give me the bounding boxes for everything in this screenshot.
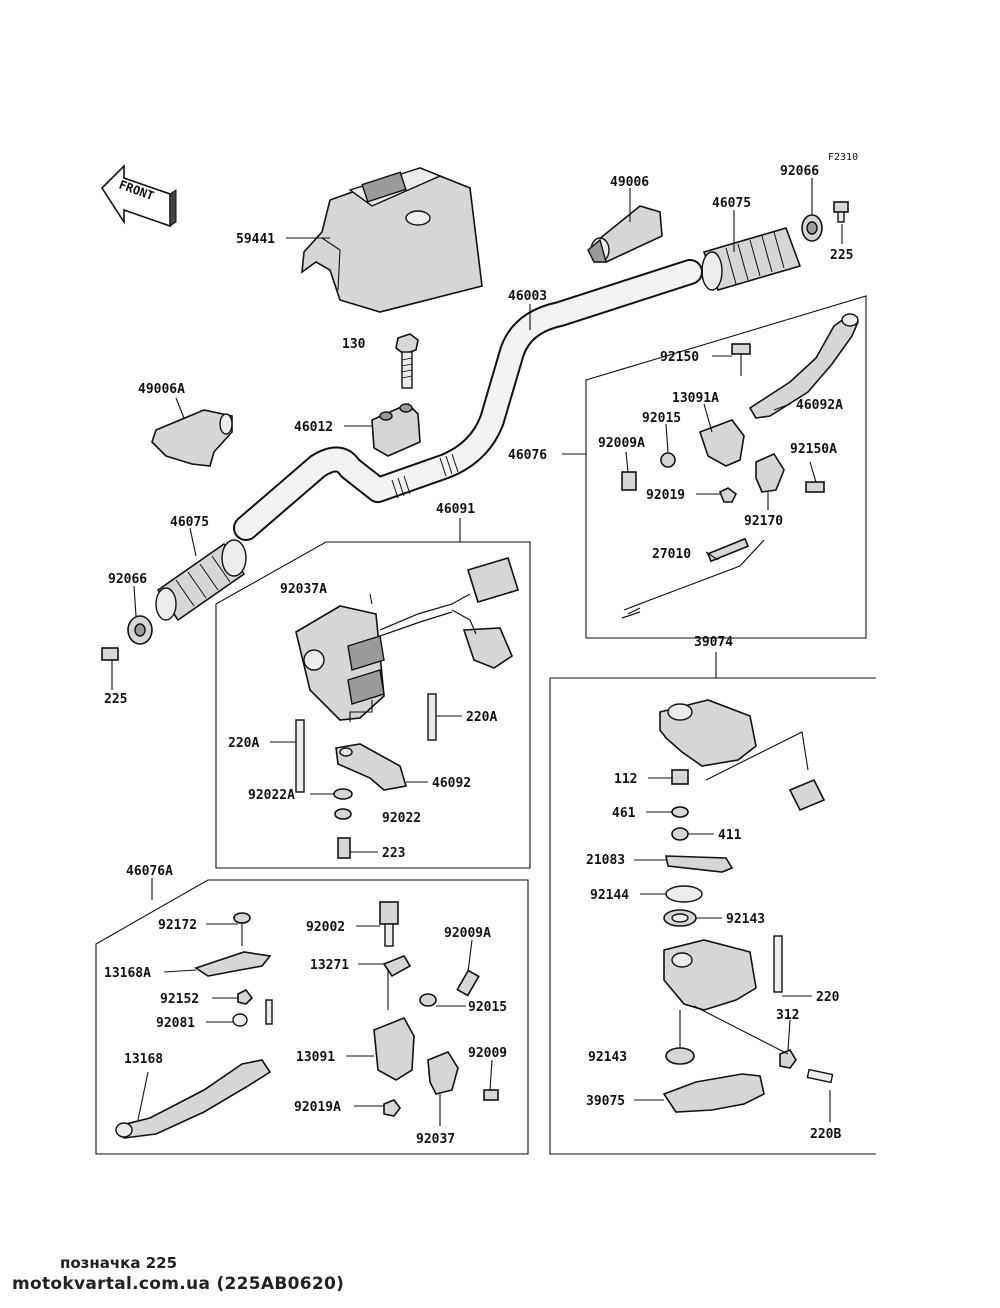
label-92152: 92152 [160, 992, 199, 1007]
switch-assembly-box [215, 518, 531, 869]
label-92081: 92081 [156, 1016, 195, 1031]
handlebar [233, 259, 703, 541]
label-461: 461 [612, 806, 636, 821]
grip-left [155, 539, 247, 622]
label-13091: 13091 [296, 1050, 335, 1065]
label-220B: 220B [810, 1127, 841, 1142]
label-92170: 92170 [744, 514, 783, 529]
label-92037A: 92037A [280, 582, 327, 597]
lever-assembly-right-box [562, 295, 867, 639]
footer-source: motokvartal.com.ua (225AB0620) [12, 1274, 345, 1294]
label-92002: 92002 [306, 920, 345, 935]
grip-cap-right [587, 205, 663, 264]
label-92022A: 92022A [248, 788, 295, 803]
label-92009A-lower: 92009A [444, 926, 491, 941]
leader-lines [111, 178, 843, 1126]
label-92019: 92019 [646, 488, 685, 503]
label-46075-left: 46075 [170, 515, 209, 530]
label-225-left: 225 [104, 692, 127, 707]
label-92009A-upper: 92009A [598, 436, 645, 451]
label-92144: 92144 [590, 888, 629, 903]
label-411: 411 [718, 828, 742, 843]
throttle-assembly-box [549, 652, 876, 1155]
label-92172: 92172 [158, 918, 197, 933]
label-225-right: 225 [830, 248, 853, 263]
part-number-labels: 59441 49006 46075 92066 225 46003 130 46… [104, 164, 853, 1147]
label-92037: 92037 [416, 1132, 455, 1147]
label-59441: 59441 [236, 232, 275, 247]
label-312: 312 [776, 1008, 799, 1023]
label-92019A: 92019A [294, 1100, 341, 1115]
bolt-225-left [101, 647, 119, 661]
label-39074: 39074 [694, 635, 733, 650]
label-92143-lower: 92143 [588, 1050, 627, 1065]
label-112: 112 [614, 772, 637, 787]
label-13271: 13271 [310, 958, 349, 973]
label-27010: 27010 [652, 547, 691, 562]
label-92009: 92009 [468, 1046, 507, 1061]
label-92015-upper: 92015 [642, 411, 681, 426]
label-220A-left: 220A [228, 736, 259, 751]
front-arrow-icon: FRONT [100, 164, 177, 228]
grip-housing-left [151, 409, 233, 467]
bar-end-cap-right [801, 214, 823, 242]
label-46012: 46012 [294, 420, 333, 435]
label-13168A: 13168A [104, 966, 151, 981]
label-92015-lower: 92015 [468, 1000, 507, 1015]
lever-assembly-left-box [95, 878, 529, 1155]
label-39075: 39075 [586, 1094, 625, 1109]
label-220A-right: 220A [466, 710, 497, 725]
label-92022: 92022 [382, 811, 421, 826]
label-220: 220 [816, 990, 840, 1005]
bolt-130 [395, 333, 419, 389]
label-46076A: 46076A [126, 864, 173, 879]
label-46092A: 46092A [796, 398, 843, 413]
label-46075-right: 46075 [712, 196, 751, 211]
label-21083: 21083 [586, 853, 625, 868]
label-13168: 13168 [124, 1052, 163, 1067]
label-13091A: 13091A [672, 391, 719, 406]
diagram-ref-code: F2310 [828, 152, 858, 163]
footer-caption: позначка 225 [60, 1254, 178, 1272]
label-46092: 46092 [432, 776, 471, 791]
label-92143-upper: 92143 [726, 912, 765, 927]
label-46076: 46076 [508, 448, 547, 463]
label-92150A: 92150A [790, 442, 837, 457]
label-92066-left: 92066 [108, 572, 147, 587]
label-92150: 92150 [660, 350, 699, 365]
handlebar-clamp [371, 403, 421, 457]
grip-right [701, 227, 802, 291]
label-92066-right: 92066 [780, 164, 819, 179]
label-130: 130 [342, 337, 366, 352]
label-46003: 46003 [508, 289, 547, 304]
bolt-225-right [833, 201, 849, 223]
handlebar-cover [301, 167, 483, 313]
label-49006: 49006 [610, 175, 649, 190]
label-49006A: 49006A [138, 382, 185, 397]
bar-end-cap-left [127, 615, 153, 645]
label-46091: 46091 [436, 502, 475, 517]
label-223: 223 [382, 846, 405, 861]
